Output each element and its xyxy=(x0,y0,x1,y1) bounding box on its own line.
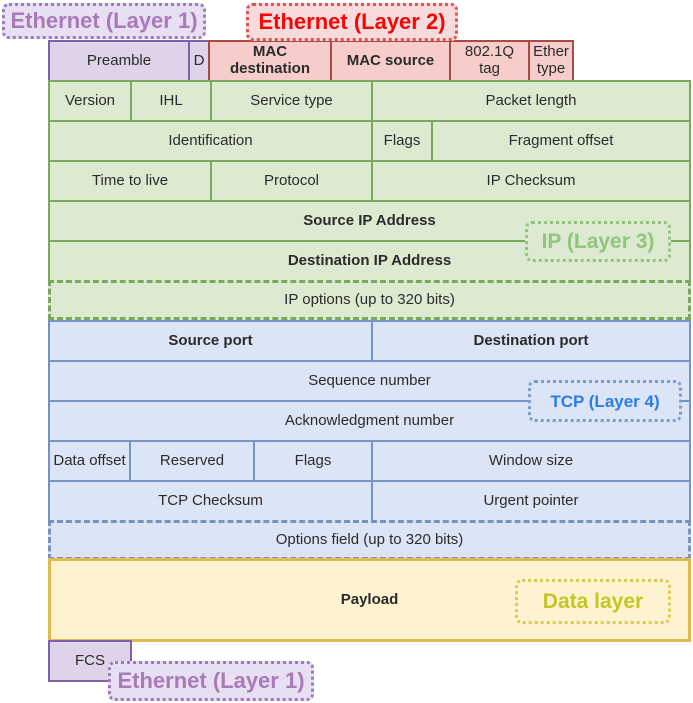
cell-tcp-window-size: Window size xyxy=(371,440,691,482)
cell-tcp-data-offset: Data offset xyxy=(48,440,131,482)
label-ethernet-layer1-bottom: Ethernet (Layer 1) xyxy=(108,661,314,701)
cell-ip-time-to-live: Time to live xyxy=(48,160,212,202)
cell-preamble: Preamble xyxy=(48,40,190,82)
cell-ip-ihl: IHL xyxy=(130,80,212,122)
cell-tcp-flags: Flags xyxy=(253,440,373,482)
cell-ip-version: Version xyxy=(48,80,132,122)
cell-tcp-options: Options field (up to 320 bits) xyxy=(48,520,691,560)
label-data-layer: Data layer xyxy=(515,579,671,624)
cell-mac-source: MAC source xyxy=(330,40,451,82)
label-ethernet-layer2: Ethernet (Layer 2) xyxy=(246,3,458,41)
cell-tcp-urgent-pointer: Urgent pointer xyxy=(371,480,691,522)
cell-ip-fragment-offset: Fragment offset xyxy=(431,120,691,162)
cell-start-delimiter: D xyxy=(188,40,210,82)
cell-ip-packet-length: Packet length xyxy=(371,80,691,122)
label-ip-layer3: IP (Layer 3) xyxy=(525,221,671,262)
cell-ether-type: Ether type xyxy=(528,40,574,82)
label-tcp-layer4: TCP (Layer 4) xyxy=(528,380,682,422)
cell-ip-identification: Identification xyxy=(48,120,373,162)
cell-ip-flags: Flags xyxy=(371,120,433,162)
cell-tcp-source-port: Source port xyxy=(48,320,373,362)
cell-mac-destination: MAC destination xyxy=(208,40,332,82)
cell-ip-options: IP options (up to 320 bits) xyxy=(48,280,691,320)
label-ethernet-layer1-top: Ethernet (Layer 1) xyxy=(2,3,206,39)
cell-tcp-checksum: TCP Checksum xyxy=(48,480,373,522)
cell-tcp-destination-port: Destination port xyxy=(371,320,691,362)
cell-ip-checksum: IP Checksum xyxy=(371,160,691,202)
cell-vlan-tag: 802.1Q tag xyxy=(449,40,530,82)
cell-ip-service-type: Service type xyxy=(210,80,373,122)
cell-ip-protocol: Protocol xyxy=(210,160,373,202)
cell-tcp-reserved: Reserved xyxy=(129,440,255,482)
